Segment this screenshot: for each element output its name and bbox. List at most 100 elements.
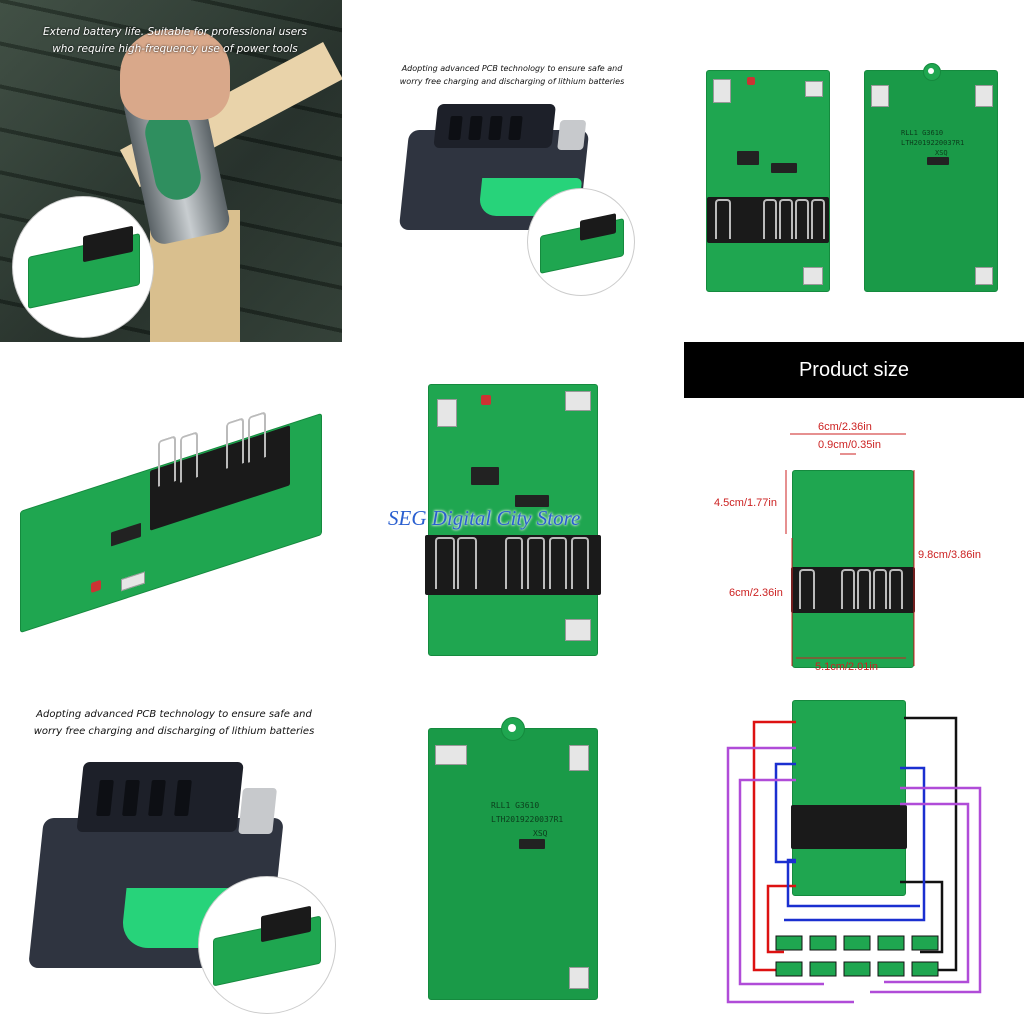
- pcb-reset-button: [481, 395, 491, 405]
- dim-tab: 0.9cm/0.35in: [818, 439, 881, 451]
- battery-slot: [174, 780, 192, 816]
- cell-connector: [843, 935, 871, 951]
- battery-slot: [148, 780, 166, 816]
- pcb-terminal-clip: [795, 199, 809, 239]
- pcb-terminal-clip: [763, 199, 777, 239]
- wire-purple-4: [884, 802, 970, 984]
- battery-slot: [448, 116, 463, 140]
- wire-purple-1: [726, 746, 854, 1004]
- pcb-terminal-clip: [248, 411, 266, 463]
- pcb-terminal-clip: [549, 537, 567, 589]
- pcb-pad: [569, 967, 589, 989]
- battery-top-caption: Adopting advanced PCB technology to ensu…: [399, 64, 625, 86]
- battery-slot: [468, 116, 483, 140]
- wire-red-bottom: [766, 884, 796, 954]
- pcb-pad: [805, 81, 823, 97]
- pcb-pad: [569, 745, 589, 771]
- pcb-front-large: [425, 384, 601, 656]
- pcb-terminal-clip: [841, 569, 855, 609]
- pcb-marking-line2: LTH2019220037R1: [491, 815, 564, 824]
- pcb-front-large-cell: SEG Digital City Store: [342, 342, 684, 684]
- pcb-marking-line1: RLL1 G3610: [491, 801, 540, 810]
- battery-slot: [488, 116, 503, 140]
- wire-purple-3: [738, 778, 824, 986]
- battery-top-housing: [433, 104, 556, 148]
- pcb-reset-button: [747, 77, 755, 85]
- pcb-pad: [871, 85, 889, 107]
- pcb-front: [706, 70, 830, 292]
- dim-width-top: 6cm/2.36in: [818, 421, 872, 433]
- pcb-terminal-clip: [158, 435, 176, 487]
- pcb-marking-line2: LTH2019220037R1: [901, 139, 965, 147]
- pcb-terminal-clip: [873, 569, 887, 609]
- pcb-marking-line1: RLL1 G3610: [901, 129, 944, 137]
- pcb-pad: [565, 619, 591, 641]
- wire-red-top: [752, 720, 796, 972]
- pcb-terminal-clip: [571, 537, 589, 589]
- pcb-front-back-cell: RLL1 G3610 LTH2019220037R1 XSQ: [684, 0, 1024, 342]
- product-size-cell: Product size 6cm/2.36in 0.9cm/0.35in 4.5…: [684, 342, 1024, 684]
- pcb-terminal-holder: [791, 805, 907, 849]
- battery-slot: [508, 116, 523, 140]
- dimension-lines: [785, 433, 915, 666]
- pcb-inset-circle: [527, 188, 635, 296]
- cell-connector: [775, 935, 803, 951]
- hand: [120, 30, 230, 120]
- pcb-chip: [471, 467, 499, 485]
- pcb-reset-button: [91, 579, 101, 593]
- cell-connector: [809, 961, 837, 977]
- pcb-terminal-clip: [779, 199, 793, 239]
- pcb-terminal-clip: [857, 569, 871, 609]
- cell-connector: [911, 935, 939, 951]
- tool-photo-cell: Extend battery life. Suitable for profes…: [0, 0, 342, 342]
- pcb-terminal-clip: [505, 537, 523, 589]
- pcb-terminal-clip: [799, 569, 815, 609]
- battery-slot: [96, 780, 114, 816]
- pcb-pad: [437, 399, 457, 427]
- battery-top-cell: Adopting advanced PCB technology to ensu…: [342, 0, 684, 342]
- pcb-terminal-clip: [180, 431, 198, 483]
- pcb-chip: [519, 839, 545, 849]
- pcb-terminal-clip: [457, 537, 477, 589]
- cell-connector: [843, 961, 871, 977]
- pcb-pad: [121, 571, 145, 592]
- pcb-mount-hole-inner: [508, 724, 516, 732]
- pcb-pad: [565, 391, 591, 411]
- cell-connector: [809, 935, 837, 951]
- dim-upper-height: 4.5cm/1.77in: [714, 497, 777, 509]
- pcb-terminal-clip: [226, 417, 244, 469]
- pcb-terminal-clip: [715, 199, 731, 239]
- pcb-back-large: RLL1 G3610 LTH2019220037R1 XSQ: [428, 717, 598, 1000]
- cell-connector: [877, 935, 905, 951]
- pcb-back-large-cell: RLL1 G3610 LTH2019220037R1 XSQ: [342, 684, 684, 1024]
- pcb-back: RLL1 G3610 LTH2019220037R1 XSQ: [864, 63, 998, 292]
- cell-connector: [877, 961, 905, 977]
- tool-photo-caption: Extend battery life. Suitable for profes…: [43, 26, 307, 55]
- battery-bottom-caption: Adopting advanced PCB technology to ensu…: [33, 709, 315, 737]
- wire-blue-1: [774, 762, 796, 864]
- product-size-banner: Product size: [684, 342, 1024, 398]
- pcb-angled-cell: [0, 342, 342, 684]
- cell-connector: [775, 961, 803, 977]
- battery-latch: [238, 788, 278, 834]
- cell-connector: [911, 961, 939, 977]
- wire-blue-2: [784, 766, 926, 922]
- pcb-terminal-clip: [889, 569, 903, 609]
- pcb-chip: [737, 151, 759, 165]
- pcb-mount-hole-inner: [928, 68, 934, 74]
- wire-black-bottom: [900, 880, 944, 954]
- pcb-chip: [927, 157, 949, 165]
- pcb-chip: [515, 495, 549, 507]
- wire-black-top: [904, 716, 958, 972]
- pcb-marking-line3: XSQ: [533, 829, 548, 838]
- wiring-lines: [726, 716, 982, 1004]
- dim-width-bottom: 5.1cm/2.01in: [815, 661, 878, 673]
- battery-top-housing: [76, 762, 244, 832]
- wire-purple-2: [870, 786, 982, 994]
- pcb-pad: [975, 267, 993, 285]
- pcb-pad: [803, 267, 823, 285]
- dim-lower-height: 6cm/2.36in: [729, 587, 783, 599]
- pcb-inset-circle: [198, 876, 336, 1014]
- pcb-chip: [771, 163, 797, 173]
- battery-bottom-cell: Adopting advanced PCB technology to ensu…: [0, 684, 342, 1024]
